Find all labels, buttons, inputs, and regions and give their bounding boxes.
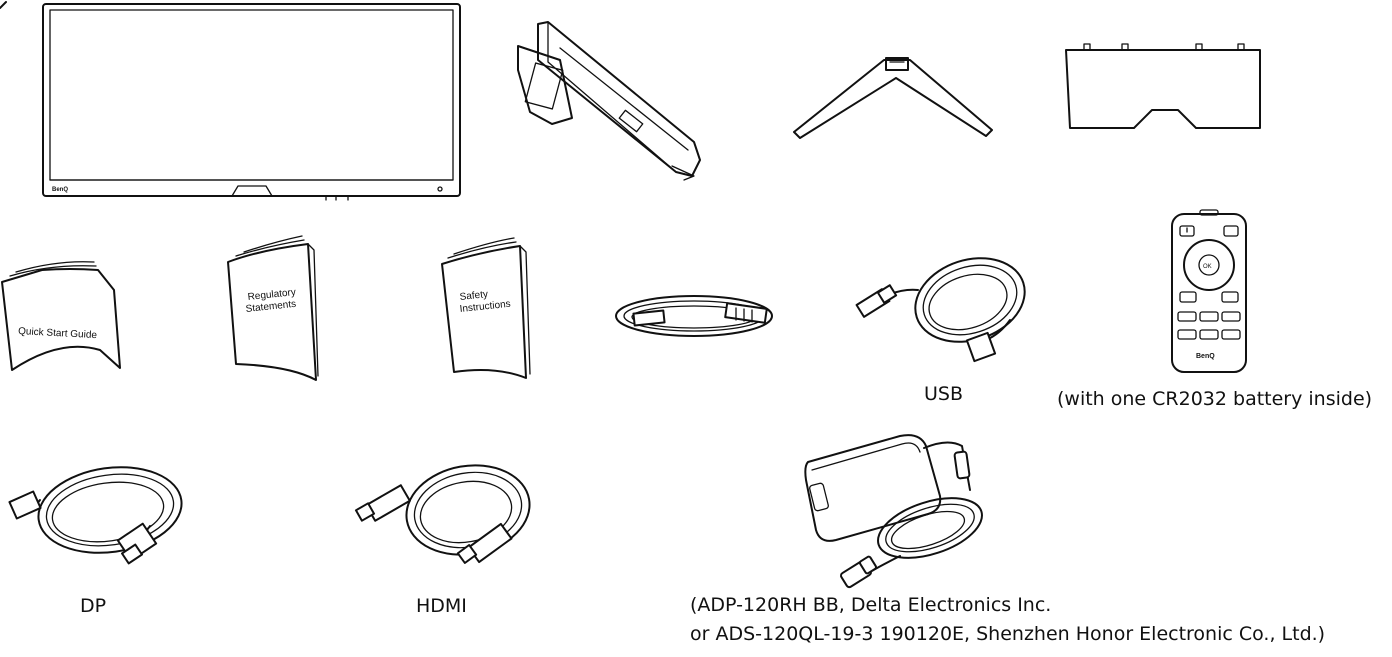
dp-cable-caption: DP [80,595,106,617]
hdmi-cable-illustration: HDMI [354,464,531,617]
usb-cable-caption: USB [924,383,963,405]
input-button-icon [1223,225,1239,237]
usb-cable-illustration: USB [855,257,1026,405]
regulatory-statements-title-line1: Regulatory [247,287,296,303]
power-adapter-caption-line2: or ADS-120QL-19-3 190120E, Shenzhen Hono… [690,623,1325,645]
power-button-icon [1179,225,1195,237]
stand-base-illustration [793,57,993,139]
power-adapter-caption-line1: (ADP-120RH BB, Delta Electronics Inc. [690,594,1051,616]
quick-start-guide-booklet: Quick Start Guide [1,261,121,371]
remote-brand-label: BenQ [1196,353,1215,360]
monitor-brand-label: BenQ [52,187,68,193]
navigation-pad-icon [1183,239,1235,291]
power-adapter-illustration: (ADP-120RH BB, Delta Electronics Inc. or… [690,434,1325,645]
quick-start-guide-title: Quick Start Guide [18,326,98,341]
regulatory-statements-title-line2: Statements [245,299,296,315]
safety-instructions-booklet: Safety Instructions [441,237,531,379]
monitor-illustration: BenQ [0,1,461,201]
hdmi-cable-caption: HDMI [416,595,467,617]
remote-ok-label: OK [1203,264,1212,270]
safety-instructions-title-line1: Safety [459,289,488,303]
dp-cable-illustration: DP [8,466,183,617]
regulatory-statements-booklet: Regulatory Statements [227,235,319,381]
remote-control-caption: (with one CR2032 battery inside) [1057,388,1372,410]
stand-arm-illustration [517,21,701,181]
mode-button-icon [1221,291,1239,303]
power-cord-illustration [615,295,773,337]
cover-illustration [1065,43,1261,129]
safety-instructions-title-line2: Instructions [459,299,511,315]
menu-button-icon [1179,291,1197,303]
remote-control-illustration: OK BenQ (with one CR2032 battery inside) [1057,209,1372,410]
